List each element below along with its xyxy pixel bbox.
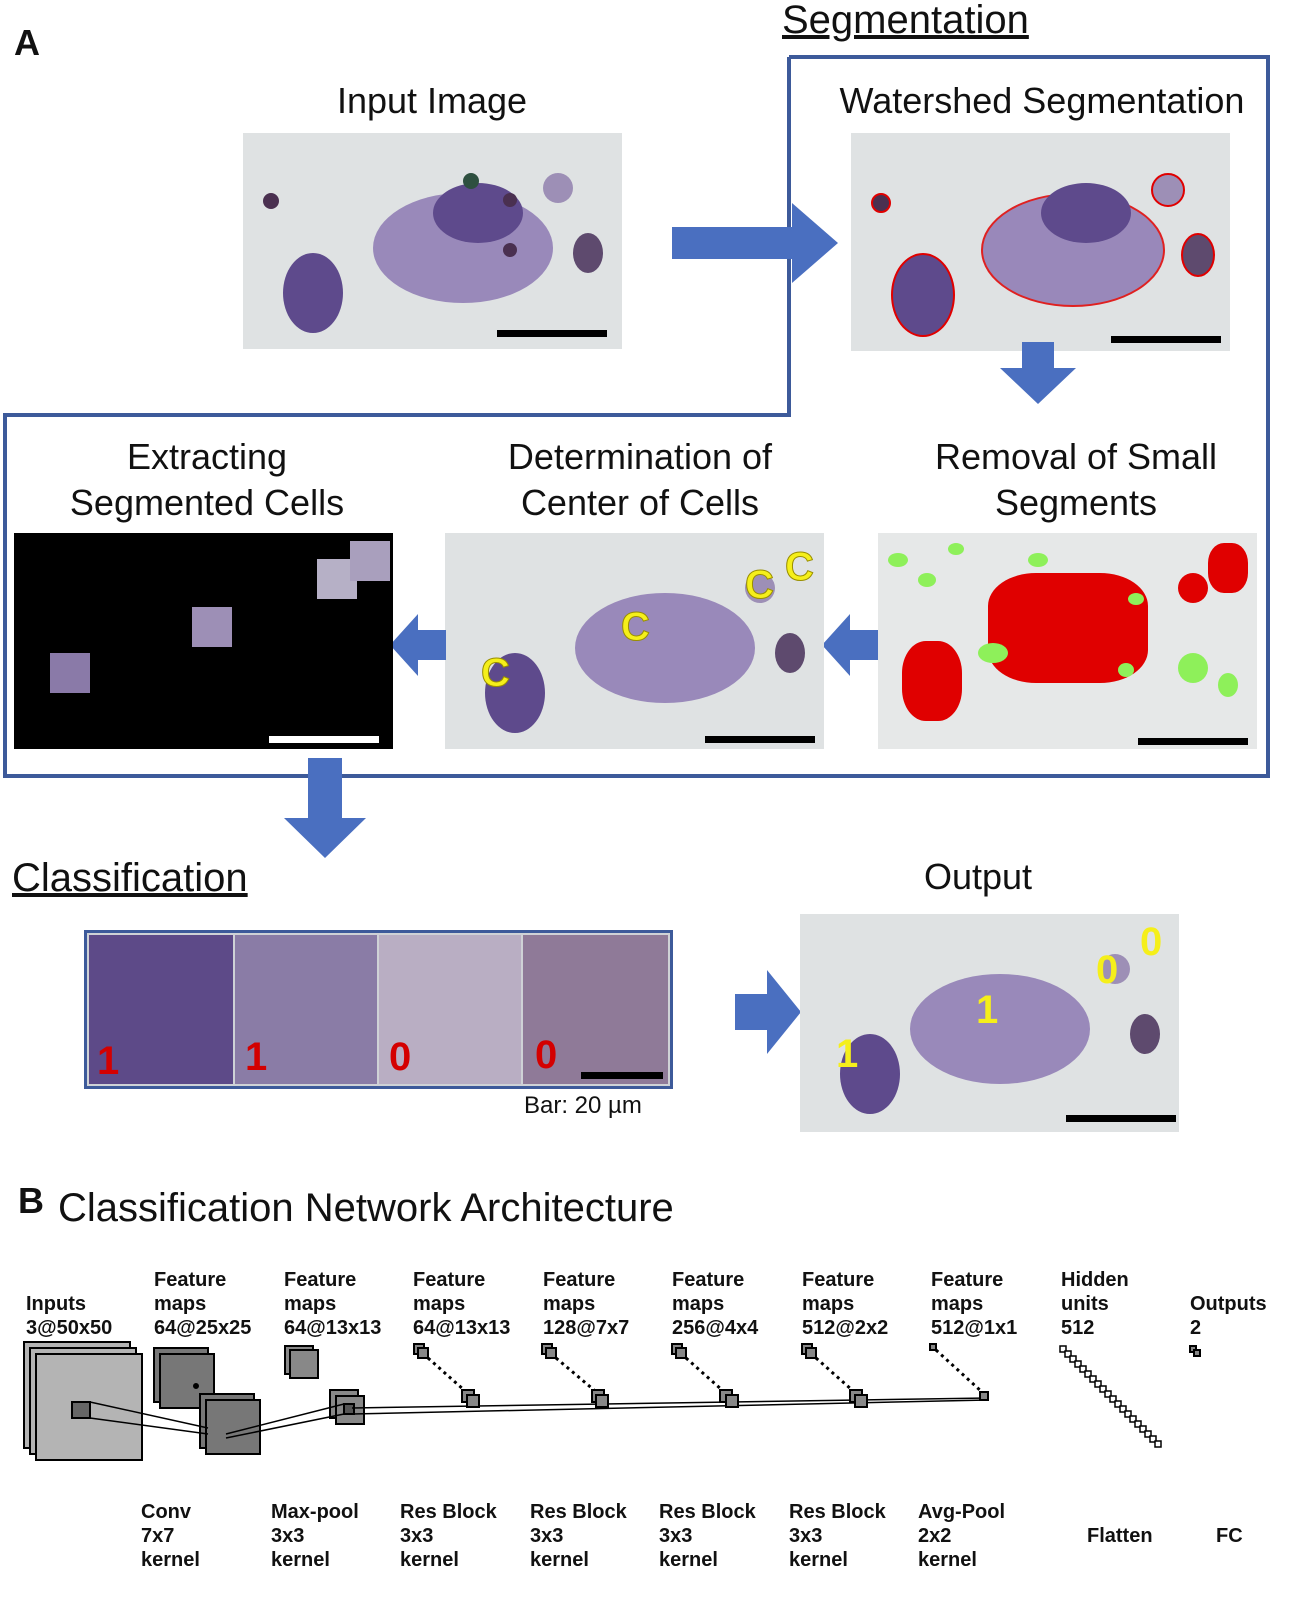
arch-op-flatten: Flatten	[1087, 1525, 1153, 1547]
output-label: 0	[1096, 948, 1119, 992]
arch-op-res2: Res Block 3x3 kernel	[530, 1501, 627, 1571]
arch-label-fm5: Feature maps 256@4x4	[672, 1269, 759, 1339]
center-image: C C C C	[445, 533, 824, 749]
arrow-to-extract	[390, 614, 446, 676]
panel-a-letter: A	[14, 22, 40, 63]
center-title-line1: Determination of	[507, 436, 773, 477]
classified-cell-tile	[523, 935, 668, 1084]
arch-label-inputs: Inputs 3@50x50	[26, 1293, 113, 1339]
watershed-title: Watershed Segmentation	[839, 80, 1245, 121]
panel-b-letter: B	[18, 1180, 44, 1221]
classified-cell-tile	[379, 935, 521, 1084]
input-image	[243, 133, 622, 349]
arrow-to-output	[735, 970, 801, 1054]
arch-label-fm4: Feature maps 128@7x7	[543, 1269, 630, 1339]
classification-label: 1	[245, 1035, 268, 1079]
removal-title-line1: Removal of Small	[934, 436, 1218, 477]
extract-image	[14, 533, 393, 749]
output-label: 1	[836, 1032, 859, 1076]
classified-cell-tile	[235, 935, 377, 1084]
removal-image	[878, 533, 1257, 749]
removal-title-line2: Segments	[994, 482, 1158, 523]
classification-label: 1	[97, 1039, 120, 1083]
arch-op-res4: Res Block 3x3 kernel	[789, 1501, 886, 1571]
panel-b-title: Classification Network Architecture	[58, 1186, 674, 1230]
arch-op-conv: Conv 7x7 kernel	[141, 1501, 200, 1571]
extract-title-line1: Extracting	[126, 436, 288, 477]
center-title-line2: Center of Cells	[520, 482, 760, 523]
center-marker: C	[745, 563, 775, 608]
output-image: 1 1 0 0	[800, 914, 1179, 1132]
arch-op-fc: FC	[1216, 1525, 1243, 1547]
arrow-to-center	[822, 614, 878, 676]
center-marker: C	[481, 651, 511, 696]
classification-label: 0	[389, 1035, 412, 1079]
arch-label-hidden: Hidden units 512	[1061, 1269, 1129, 1339]
arch-op-res3: Res Block 3x3 kernel	[659, 1501, 756, 1571]
output-title: Output	[923, 856, 1033, 897]
arrow-down-removal	[1000, 342, 1076, 404]
arch-op-maxpool: Max-pool 3x3 kernel	[271, 1501, 359, 1571]
arch-op-res1: Res Block 3x3 kernel	[400, 1501, 497, 1571]
output-label: 1	[976, 988, 999, 1032]
arch-label-fm2: Feature maps 64@13x13	[284, 1269, 382, 1339]
arch-label-fm3: Feature maps 64@13x13	[413, 1269, 511, 1339]
extract-title-line2: Segmented Cells	[69, 482, 345, 523]
classified-cell-tile	[89, 935, 233, 1084]
classification-label: 0	[535, 1033, 558, 1077]
arrow-down-classification	[284, 758, 366, 858]
output-label: 0	[1140, 920, 1163, 964]
architecture-diagram	[23, 1341, 1201, 1461]
arch-label-fm6: Feature maps 512@2x2	[802, 1269, 889, 1339]
classification-heading: Classification	[12, 856, 248, 900]
segmentation-frame	[3, 55, 1270, 778]
input-image-title: Input Image	[336, 80, 528, 121]
bar-note: Bar: 20 µm	[524, 1092, 642, 1119]
arch-label-fm7: Feature maps 512@1x1	[931, 1269, 1018, 1339]
watershed-image	[851, 133, 1230, 351]
arch-label-fm1: Feature maps 64@25x25	[154, 1269, 252, 1339]
classification-frame: 1 1 0 0	[84, 930, 673, 1089]
arch-label-outputs: Outputs 2	[1190, 1293, 1267, 1339]
arrow-to-watershed	[672, 203, 838, 283]
arch-op-avgpool: Avg-Pool 2x2 kernel	[918, 1501, 1006, 1571]
center-marker: C	[785, 545, 815, 590]
segmentation-heading: Segmentation	[782, 0, 1029, 42]
center-marker: C	[621, 605, 651, 650]
